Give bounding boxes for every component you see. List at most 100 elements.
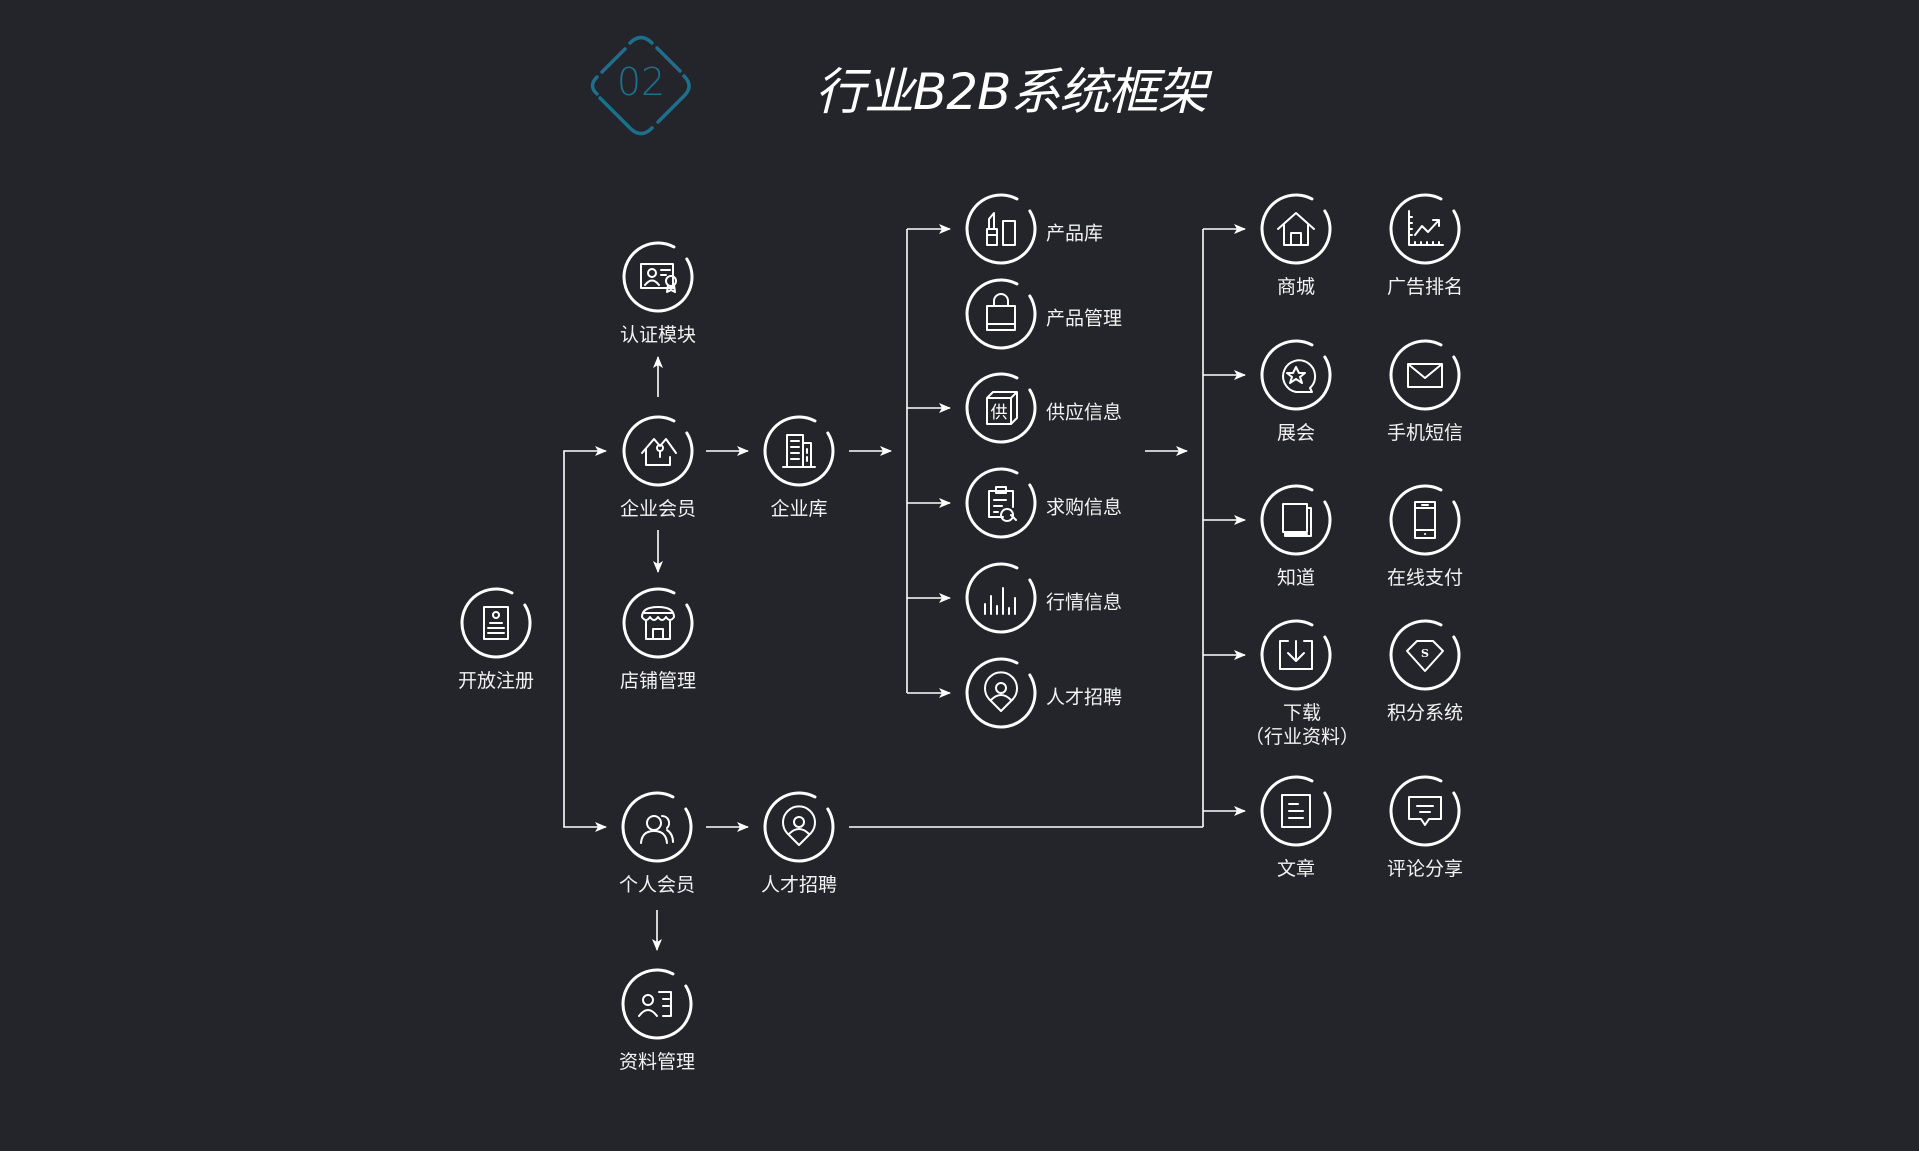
node-icons: 供S (483, 210, 1444, 1017)
node-label: 供应信息 (1046, 398, 1122, 425)
node-ring (621, 791, 693, 863)
node-ring (460, 587, 532, 659)
trend-chart-icon (1408, 210, 1444, 246)
node-label: 个人会员 (619, 870, 695, 897)
node-ring (1389, 193, 1461, 265)
node-label: 在线支付 (1387, 563, 1463, 590)
node-ring (622, 415, 694, 487)
connector-arrow (563, 623, 607, 832)
profile-list-icon (638, 991, 672, 1017)
node-label-text: 积分系统 (1386, 702, 1464, 724)
node-label: 产品库 (1046, 219, 1103, 246)
star-bubble-icon (1282, 359, 1317, 393)
node-label: 人才招聘 (1046, 683, 1122, 710)
node-ring (965, 467, 1037, 539)
node-label: 行情信息 (1046, 588, 1122, 615)
node-ring (1260, 339, 1332, 411)
node-ring (622, 241, 694, 313)
node-ring (965, 657, 1037, 729)
envelope-icon (1407, 363, 1443, 388)
node-label-text: 行情信息 (1046, 591, 1123, 614)
diamond-points-icon (1406, 640, 1444, 672)
node-ring (1260, 484, 1332, 556)
users-icon (640, 814, 674, 844)
node-label: 商城 (1277, 272, 1315, 299)
node-ring (965, 193, 1037, 265)
node-label: 广告排名 (1387, 272, 1463, 299)
node-label: 产品管理 (1046, 304, 1122, 331)
node-label-text: 供应信息 (1046, 401, 1123, 424)
shopping-bag-icon (986, 293, 1016, 331)
node-label-text: 资料管理 (618, 1051, 696, 1073)
node-sublabel-text: （行业资料） (1244, 726, 1360, 748)
location-user-icon (984, 671, 1018, 712)
node-label: 店铺管理 (620, 666, 696, 693)
node-label: 求购信息 (1046, 493, 1122, 520)
node-label-text: 下载 (1282, 702, 1322, 724)
mobile-phone-icon (1414, 501, 1436, 539)
node-label-text: 企业库 (770, 498, 828, 520)
download-icon (1279, 640, 1313, 670)
location-user-icon (782, 805, 816, 846)
points-s-glyph: S (1421, 647, 1429, 660)
node-label: 下载（行业资料） (1245, 698, 1359, 749)
node-label: 企业库 (770, 494, 827, 521)
node-label-text: 评论分享 (1386, 858, 1464, 880)
lipstick-products-icon (986, 212, 1016, 246)
node-ring (1260, 775, 1332, 847)
book-icon (1282, 503, 1312, 537)
connector-arrow (563, 446, 607, 623)
node-label-text: 产品管理 (1046, 307, 1123, 330)
node-label-text: 手机短信 (1386, 422, 1464, 444)
node-label-text: 产品库 (1046, 222, 1104, 245)
supply-box-icon (986, 391, 1018, 425)
node-label: 资料管理 (619, 1047, 695, 1074)
node-label: 认证模块 (620, 320, 696, 347)
node-label-text: 文章 (1276, 858, 1316, 880)
node-label: 人才招聘 (761, 870, 837, 897)
node-label-text: 店铺管理 (619, 670, 697, 692)
node-ring (1389, 775, 1461, 847)
node-label: 手机短信 (1387, 418, 1463, 445)
node-ring (1260, 619, 1332, 691)
badge-number: 02 (616, 60, 666, 104)
node-label-text: 求购信息 (1046, 496, 1123, 519)
node-ring (965, 278, 1037, 350)
node-label-text: 知道 (1276, 567, 1316, 589)
node-rings (460, 193, 1461, 1040)
node-ring (622, 587, 694, 659)
connectors (563, 224, 1246, 951)
node-label: 知道 (1277, 563, 1315, 590)
node-label: 展会 (1277, 418, 1315, 445)
id-card-icon (483, 606, 509, 640)
node-ring (1389, 484, 1461, 556)
node-ring (763, 791, 835, 863)
house-user-icon (641, 438, 677, 466)
node-ring (1389, 339, 1461, 411)
bar-chart-icon (984, 587, 1016, 615)
node-label-text: 展会 (1276, 422, 1316, 444)
node-label-text: 认证模块 (619, 324, 697, 346)
node-label: 评论分享 (1387, 854, 1463, 881)
node-ring (1260, 193, 1332, 265)
node-label-text: 人才招聘 (760, 874, 838, 896)
document-icon (1281, 794, 1311, 828)
node-ring (621, 968, 693, 1040)
comment-icon (1408, 796, 1442, 826)
node-ring (1389, 619, 1461, 691)
node-ring (965, 562, 1037, 634)
node-label-text: 商城 (1276, 276, 1316, 298)
clipboard-search-icon (988, 486, 1017, 522)
node-label-text: 广告排名 (1386, 276, 1464, 298)
building-icon (782, 434, 816, 468)
node-label: 开放注册 (458, 666, 534, 693)
node-ring (763, 415, 835, 487)
certificate-icon (640, 263, 677, 293)
node-ring (965, 372, 1037, 444)
node-label-text: 在线支付 (1386, 567, 1464, 589)
node-label: 文章 (1277, 854, 1315, 881)
store-icon (641, 606, 675, 640)
node-label: 积分系统 (1387, 698, 1463, 725)
page-title: 行业B2B系统框架 (815, 63, 1207, 121)
